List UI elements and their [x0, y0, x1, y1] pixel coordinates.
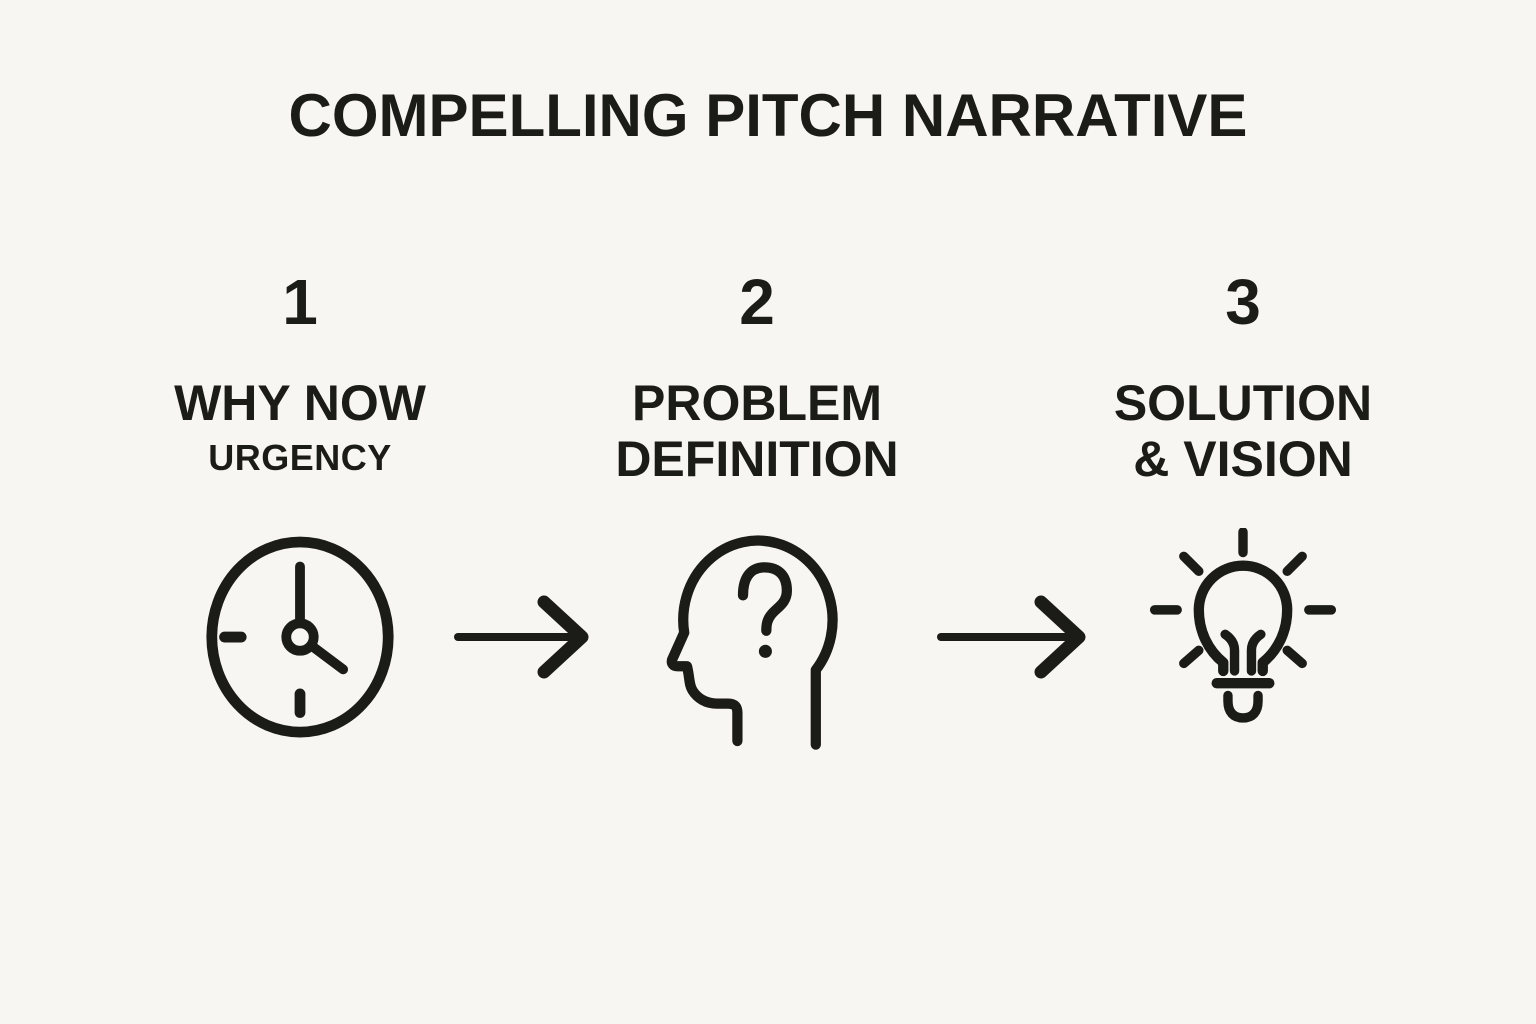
step-why-now: 1 WHY NOW URGENCY — [100, 0, 500, 1024]
step-number: 2 — [739, 266, 775, 338]
arrow-right-icon — [933, 588, 1093, 686]
step-number: 3 — [1225, 266, 1261, 338]
arrow-right-icon — [450, 588, 598, 686]
head-question-icon — [659, 530, 855, 754]
step-title: DEFINITION — [615, 431, 899, 487]
step-title: & VISION — [1133, 431, 1353, 487]
step-title: PROBLEM — [632, 375, 882, 431]
step-number: 1 — [282, 266, 318, 338]
clock-icon — [202, 534, 398, 745]
step-title: WHY NOW — [174, 375, 426, 431]
step-subtitle: URGENCY — [208, 437, 392, 478]
lightbulb-icon — [1149, 528, 1337, 735]
step-title: SOLUTION — [1113, 375, 1373, 431]
step-problem-definition: 2 PROBLEM DEFINITION — [557, 0, 957, 1024]
step-solution-vision: 3 SOLUTION & VISION — [1043, 0, 1443, 1024]
page-title: COMPELLING PITCH NARRATIVE — [288, 82, 1248, 149]
